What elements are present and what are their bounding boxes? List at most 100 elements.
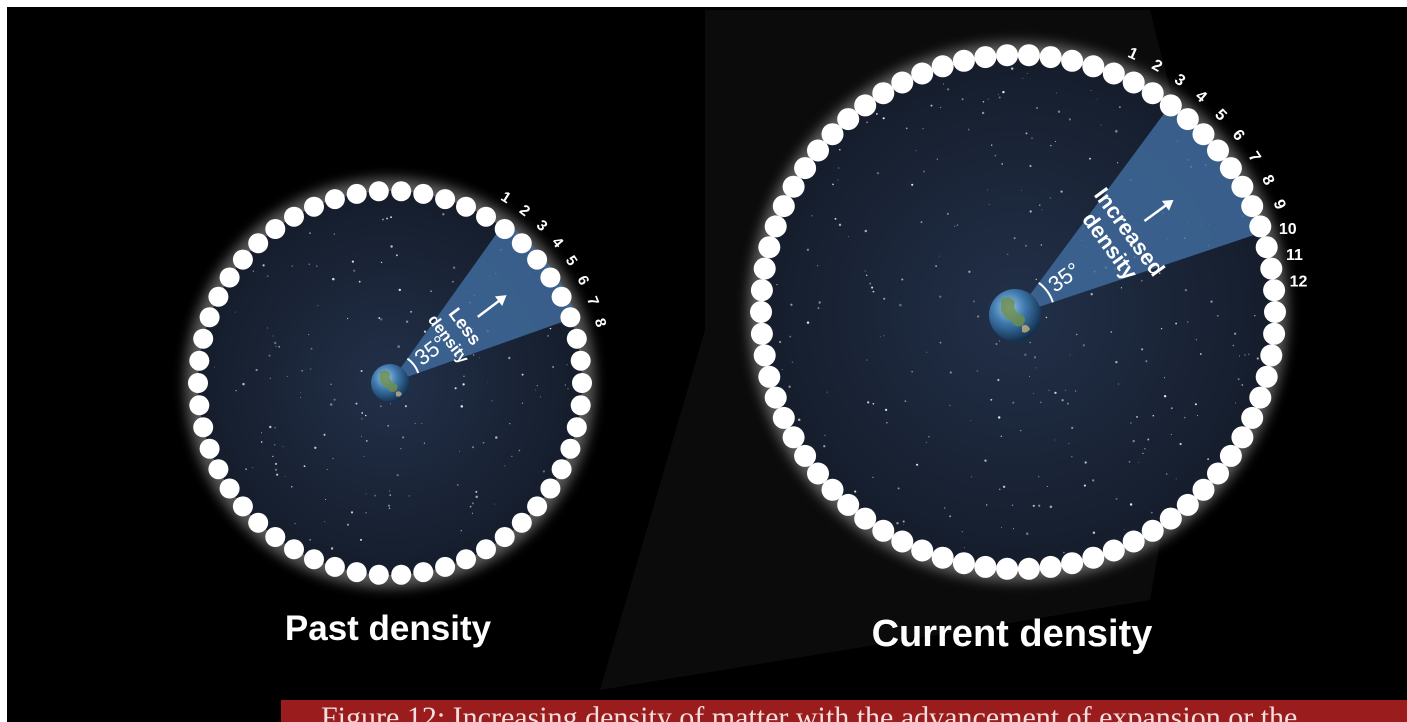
galaxy-bead xyxy=(753,257,776,280)
star xyxy=(1066,402,1069,405)
star xyxy=(1248,353,1250,356)
star xyxy=(314,446,317,450)
star xyxy=(998,96,1001,99)
galaxy-bead xyxy=(1082,55,1105,78)
galaxy-bead xyxy=(570,395,591,416)
star xyxy=(1032,504,1035,507)
star xyxy=(902,520,905,523)
galaxy-bead xyxy=(1159,507,1182,530)
galaxy-bead xyxy=(208,286,229,307)
star xyxy=(869,282,872,285)
star xyxy=(266,275,269,277)
galaxy-bead xyxy=(1141,519,1164,542)
star xyxy=(925,441,927,443)
star xyxy=(897,487,900,490)
star xyxy=(1021,189,1022,191)
star xyxy=(1069,354,1071,356)
star xyxy=(999,340,1001,342)
star xyxy=(1049,505,1053,509)
star xyxy=(1241,384,1244,386)
caption-bar: Figure 12: Increasing density of matter … xyxy=(281,700,1407,722)
star xyxy=(905,127,908,130)
galaxy-bead xyxy=(193,417,214,438)
star xyxy=(346,317,349,320)
star xyxy=(994,154,997,157)
star xyxy=(423,330,427,333)
star xyxy=(379,405,382,408)
galaxy-bead xyxy=(931,55,954,78)
star xyxy=(1129,503,1133,506)
star xyxy=(872,476,874,478)
star xyxy=(235,389,237,392)
galaxy-bead xyxy=(807,462,829,485)
star xyxy=(961,531,963,533)
star xyxy=(1244,354,1246,356)
star xyxy=(976,370,978,372)
star xyxy=(491,400,493,402)
star xyxy=(1256,357,1259,360)
star xyxy=(329,403,333,406)
star xyxy=(1033,356,1037,359)
star xyxy=(1001,163,1003,165)
galaxy-bead xyxy=(1249,215,1272,238)
earth-icon xyxy=(989,289,1041,341)
star xyxy=(1032,393,1034,395)
star xyxy=(1195,339,1197,341)
star xyxy=(1092,531,1096,534)
star xyxy=(310,368,312,370)
star xyxy=(473,354,475,356)
star xyxy=(818,301,821,304)
star xyxy=(261,432,263,434)
galaxy-bead xyxy=(1260,344,1283,367)
star xyxy=(567,388,569,390)
star xyxy=(883,335,885,337)
star xyxy=(387,504,391,507)
galaxy-bead xyxy=(284,206,304,227)
star xyxy=(1029,164,1032,168)
star xyxy=(902,524,904,526)
star xyxy=(884,408,888,412)
galaxy-bead xyxy=(551,459,572,480)
galaxy-bead xyxy=(1176,108,1199,131)
star xyxy=(1071,426,1074,430)
star xyxy=(274,427,276,429)
galaxy-bead xyxy=(368,564,389,585)
star xyxy=(366,440,368,442)
star xyxy=(904,400,907,403)
star xyxy=(456,484,459,486)
galaxy-bead xyxy=(1219,157,1242,180)
star xyxy=(864,270,866,272)
star xyxy=(294,522,296,525)
galaxy-bead xyxy=(1176,493,1199,516)
star xyxy=(1013,237,1016,240)
star xyxy=(1010,67,1014,70)
star xyxy=(986,189,988,191)
star xyxy=(390,216,393,219)
star xyxy=(361,435,362,437)
star xyxy=(234,311,236,313)
star xyxy=(1061,399,1064,402)
star xyxy=(824,434,826,436)
galaxy-bead xyxy=(1061,49,1084,72)
star xyxy=(953,225,956,227)
galaxy-bead xyxy=(560,438,581,459)
galaxy-bead xyxy=(854,94,877,117)
star xyxy=(346,523,350,526)
star xyxy=(399,447,402,450)
galaxy-bead xyxy=(527,249,548,270)
star xyxy=(1019,429,1022,432)
star xyxy=(865,274,868,277)
galaxy-bead xyxy=(265,527,286,547)
star xyxy=(310,347,313,350)
star xyxy=(536,385,538,387)
star xyxy=(542,470,546,473)
galaxy-bead xyxy=(854,507,877,530)
star xyxy=(1100,124,1102,126)
angle-arc xyxy=(406,357,420,374)
galaxy-bead xyxy=(232,496,253,517)
star xyxy=(817,265,819,267)
star xyxy=(797,418,801,422)
star xyxy=(452,266,456,269)
star xyxy=(461,399,463,401)
star xyxy=(274,468,278,471)
